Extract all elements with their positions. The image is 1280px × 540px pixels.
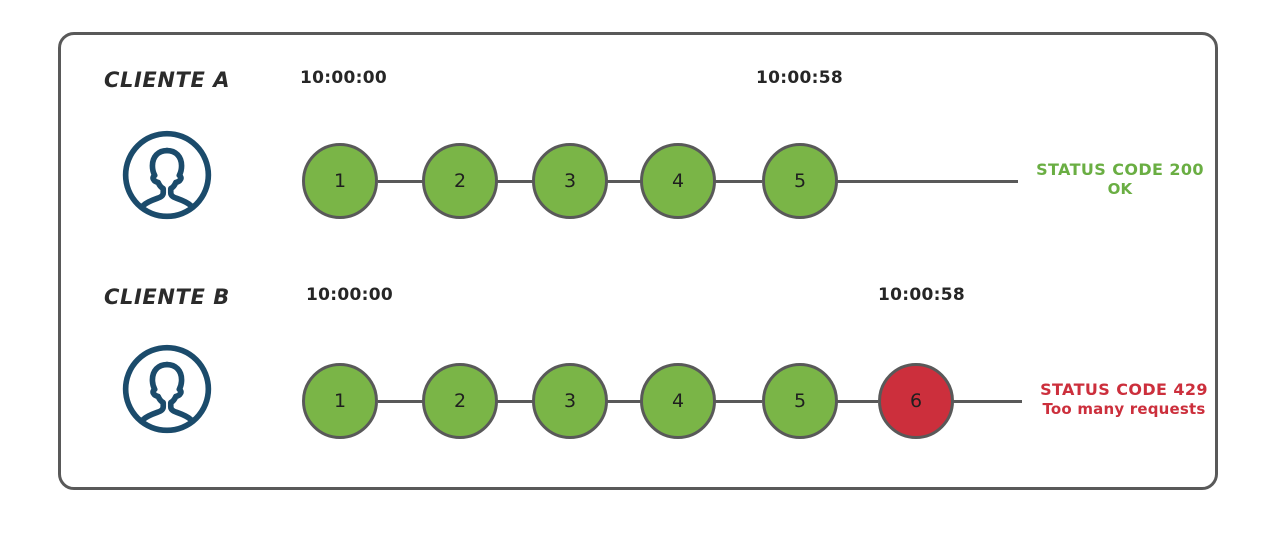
status-message-text: OK xyxy=(1107,180,1133,198)
user-avatar-icon xyxy=(120,342,214,436)
request-node[interactable]: 2 xyxy=(422,363,498,439)
client-row-a: CLIENTE A 10:00:00 10:00:58 1 2 3 4 xyxy=(0,68,1280,268)
client-b-label: CLIENTE B xyxy=(104,285,230,309)
link-2-3 xyxy=(496,400,534,403)
client-a-label: CLIENTE A xyxy=(104,68,231,92)
request-node[interactable]: 5 xyxy=(762,143,838,219)
request-node[interactable]: 5 xyxy=(762,363,838,439)
link-5-status xyxy=(836,180,1018,183)
link-3-4 xyxy=(606,180,642,183)
row-b-request-chain: 1 2 3 4 5 6 xyxy=(0,285,1280,485)
row-b-status-badge: STATUS CODE 429 Too many requests xyxy=(1026,380,1222,419)
request-node-rate-limited[interactable]: 6 xyxy=(878,363,954,439)
row-a-end-time: 10:00:58 xyxy=(756,68,843,88)
row-a-start-time: 10:00:00 xyxy=(300,68,387,88)
row-a-status-badge: STATUS CODE 200 OK xyxy=(1022,160,1218,199)
row-b-end-time: 10:00:58 xyxy=(878,285,965,305)
request-node[interactable]: 4 xyxy=(640,363,716,439)
request-node[interactable]: 3 xyxy=(532,143,608,219)
user-avatar-icon xyxy=(120,128,214,222)
status-message-text: Too many requests xyxy=(1042,400,1206,418)
status-code-text: STATUS CODE 429 xyxy=(1040,380,1208,399)
link-4-5 xyxy=(714,180,762,183)
link-6-status xyxy=(952,400,1022,403)
link-1-2 xyxy=(378,400,424,403)
link-5-6 xyxy=(836,400,878,403)
request-node[interactable]: 3 xyxy=(532,363,608,439)
link-3-4 xyxy=(606,400,642,403)
request-node[interactable]: 1 xyxy=(302,363,378,439)
link-2-3 xyxy=(496,180,534,183)
diagram-card xyxy=(58,32,1218,490)
link-4-5 xyxy=(714,400,762,403)
row-a-request-chain: 1 2 3 4 5 xyxy=(0,68,1280,268)
request-node[interactable]: 4 xyxy=(640,143,716,219)
link-1-2 xyxy=(378,180,424,183)
request-node[interactable]: 1 xyxy=(302,143,378,219)
client-row-b: CLIENTE B 10:00:00 10:00:58 1 2 3 4 5 xyxy=(0,285,1280,485)
status-code-text: STATUS CODE 200 xyxy=(1036,160,1204,179)
request-node[interactable]: 2 xyxy=(422,143,498,219)
row-b-start-time: 10:00:00 xyxy=(306,285,393,305)
